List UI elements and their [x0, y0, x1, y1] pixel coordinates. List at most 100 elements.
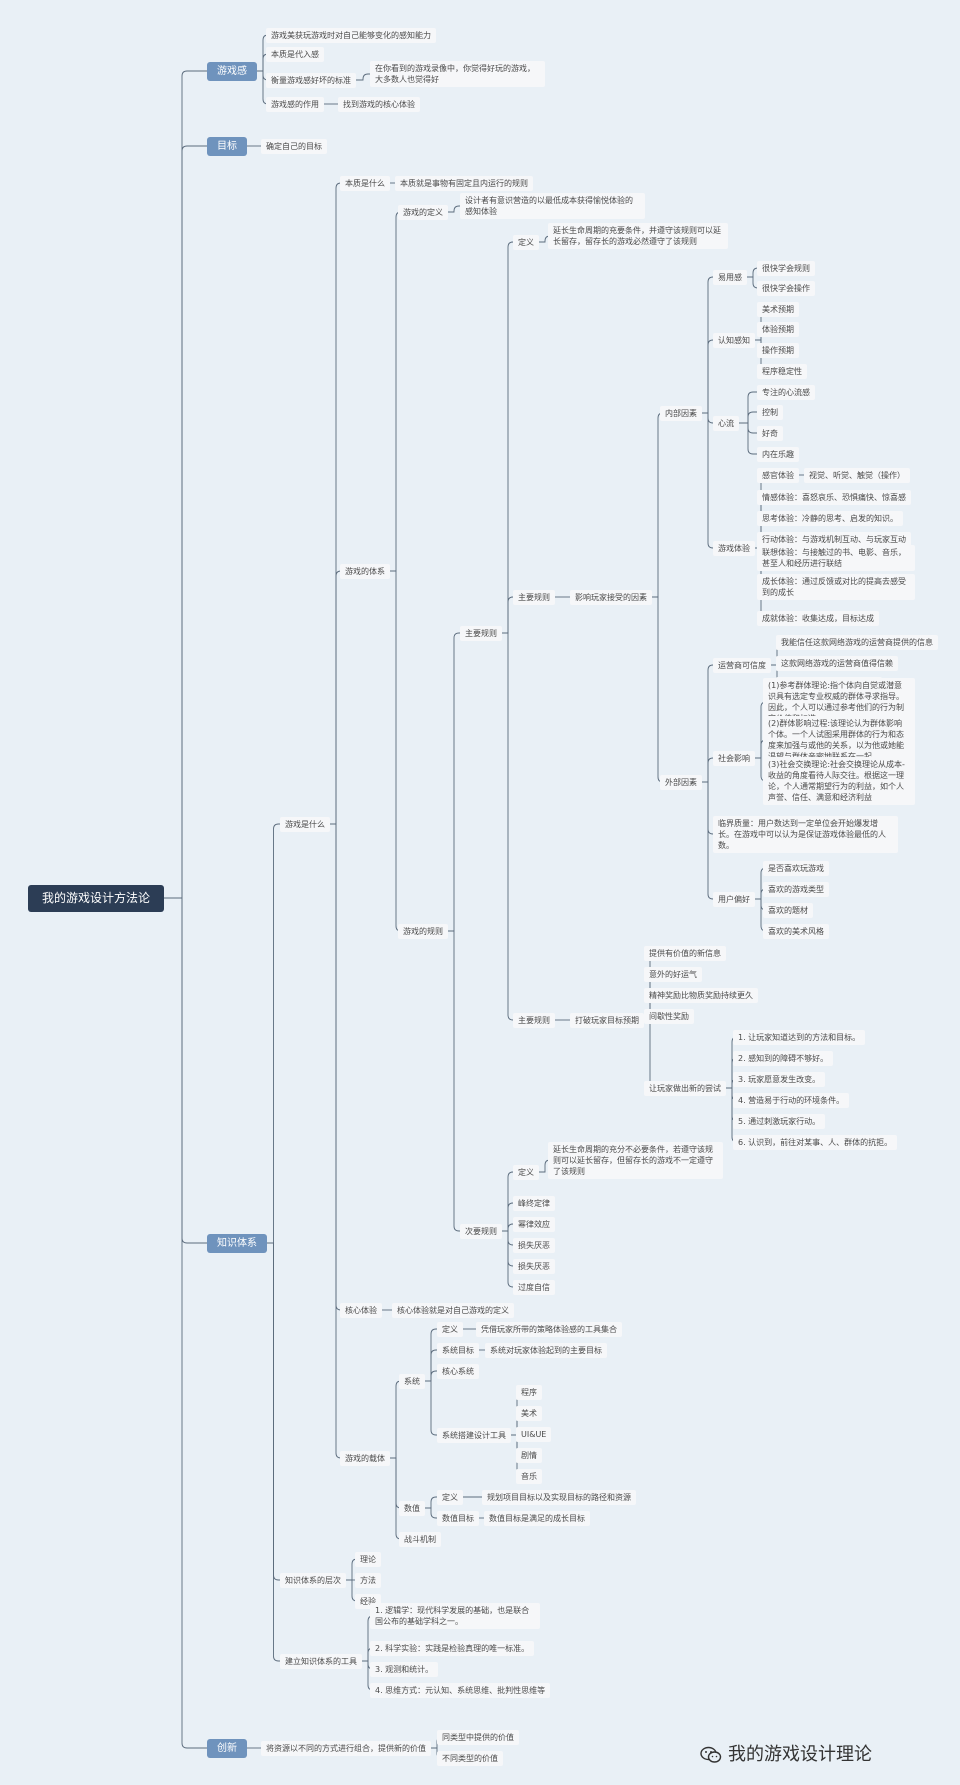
connector: [390, 211, 402, 572]
connector: [425, 1507, 437, 1519]
topic-node: 易用感: [713, 269, 747, 285]
topic-node: 数值: [399, 1500, 425, 1516]
topic-node: 游戏是什么: [280, 816, 330, 832]
connector: [702, 781, 714, 835]
connector: [448, 632, 460, 932]
topic-node: 心流: [713, 415, 739, 431]
topic-node: 成长体验：通过反馈或对比的提高去感受到的成长: [757, 574, 915, 600]
topic-node: 延长生命周期的充要条件，并遵守该规则可以延长留存，留存长的游戏必然遵守了该规则: [548, 223, 728, 249]
topic-node: 过度自信: [513, 1279, 555, 1295]
topic-node: 1. 逻辑学：现代科学发展的基础，也是联合国公布的基础学科之一。: [370, 1603, 540, 1629]
connector: [652, 412, 664, 598]
topic-node: 数值目标是满足的成长目标: [484, 1510, 590, 1526]
topic-node: 衡量游戏感好坏的标准: [266, 72, 356, 88]
connector: [702, 781, 714, 900]
topic-node: 控制: [757, 404, 783, 420]
connector: [502, 1223, 514, 1232]
topic-node: 将资源以不同的方式进行组合，提供新的价值: [261, 1740, 431, 1756]
topic-node: 本质是什么: [340, 175, 390, 191]
topic-node: 感官体验: [757, 467, 799, 483]
connector: [502, 1230, 514, 1288]
topic-node: 影响玩家接受的因素: [570, 589, 652, 605]
topic-node: 2. 感知到的障碍不够好。: [733, 1050, 834, 1066]
connector: [330, 182, 342, 825]
connector: [356, 73, 370, 81]
connector: [390, 1380, 402, 1459]
topic-node: 主要规则: [513, 1012, 555, 1028]
topic-node: 3. 观测和统计。: [370, 1661, 439, 1677]
topic-node: 战斗机制: [399, 1531, 441, 1547]
topic-node: 是否喜欢玩游戏: [763, 860, 829, 876]
topic-node: 定义: [513, 234, 539, 250]
connector: [425, 1496, 437, 1509]
connector: [502, 1202, 514, 1232]
topic-node: 3. 玩家愿意发生改变。: [733, 1071, 826, 1087]
topic-node: 间歇性奖励: [644, 1008, 694, 1024]
topic-node: 核心体验: [340, 1302, 382, 1318]
topic-node: (3)社会交换理论:社会交换理论从成本-收益的角度看待人际交往。根据这一理论，个…: [763, 757, 915, 805]
connector: [502, 632, 514, 1021]
topic-node: 很快学会规则: [757, 260, 815, 276]
topic-node: 核心体验就是对自己游戏的定义: [392, 1302, 514, 1318]
topic-node: 6. 认识到，前往对某事、人、群体的抗拒。: [733, 1134, 898, 1150]
connector: [330, 570, 342, 825]
connector: [425, 1380, 437, 1436]
topic-node: 情感体验：喜怒哀乐、恐惧痛快、惊喜感: [757, 489, 911, 505]
root-topic: 我的游戏设计方法论: [28, 884, 165, 912]
connector: [425, 1349, 437, 1382]
topic-node: 设计者有意识营造的以最低成本获得愉悦体验的感知体验: [460, 193, 645, 219]
topic-node: 本质就是事物有固定且内运行的规则: [395, 175, 533, 191]
connector: [390, 1457, 402, 1540]
connector: [164, 145, 207, 899]
connector: [702, 412, 714, 424]
connector: [739, 411, 757, 424]
topic-node: 体验预期: [757, 321, 799, 337]
connector: [448, 930, 460, 1232]
connector: [502, 1171, 514, 1232]
topic-node: 本质是代入感: [266, 46, 324, 62]
topic-node: 喜欢的美术风格: [763, 923, 829, 939]
topic-node: 系统搭建设计工具: [437, 1427, 511, 1443]
topic-node: 峰终定律: [513, 1195, 555, 1211]
connector: [448, 205, 460, 213]
topic-node: 核心系统: [437, 1363, 479, 1379]
topic-node: 游戏体验: [713, 540, 755, 556]
topic-node: 程序稳定性: [757, 363, 807, 379]
topic-node: 系统对玩家体验起到的主要目标: [485, 1342, 607, 1358]
topic-node: 知识体系的层次: [280, 1572, 346, 1588]
topic-node: 精神奖励比物质奖励持续更久: [644, 987, 758, 1003]
connector: [652, 596, 664, 783]
connector: [502, 1230, 514, 1267]
topic-node: 联想体验：与接触过的书、电影、音乐，甚至人和经历进行联结: [757, 545, 915, 571]
connector: [502, 596, 514, 634]
connector: [702, 412, 714, 549]
topic-node: 提供有价值的新信息: [644, 945, 726, 961]
topic-node: 游戏的载体: [340, 1450, 390, 1466]
watermark-text: 我的游戏设计理论: [728, 1744, 872, 1765]
connector: [390, 570, 402, 932]
connector: [425, 1328, 437, 1382]
topic-node: 内在乐趣: [757, 446, 799, 462]
topic-node: 幂律效应: [513, 1216, 555, 1232]
topic-node: 1. 让玩家知道达到的方法和目标。: [733, 1029, 866, 1045]
topic-node: 喜欢的游戏类型: [763, 881, 829, 897]
connector: [702, 757, 714, 783]
topic-node: 成就体验：收集达成，目标达成: [757, 610, 879, 626]
topic-node: 不同类型的价值: [437, 1750, 503, 1766]
connector: [739, 422, 757, 455]
watermark: 我的游戏设计理论: [700, 1740, 872, 1766]
topic-node: 4. 营造易于行动的环境条件。: [733, 1092, 850, 1108]
topic-node: 很快学会操作: [757, 280, 815, 296]
topic-node: 外部因素: [660, 774, 702, 790]
topic-node: 认知感知: [713, 332, 755, 348]
topic-node: 主要规则: [460, 625, 502, 641]
branch-topic: 目标: [207, 136, 247, 156]
topic-node: 次要规则: [460, 1223, 502, 1239]
topic-node: 建立知识体系的工具: [280, 1653, 362, 1669]
connector: [164, 70, 207, 899]
connector: [267, 1242, 280, 1662]
connector: [702, 339, 714, 414]
topic-node: 行动体验：与游戏机制互动、与玩家互动: [757, 531, 911, 547]
topic-node: 5. 通过刺激玩家行动。: [733, 1113, 826, 1129]
topic-node: 用户偏好: [713, 891, 755, 907]
